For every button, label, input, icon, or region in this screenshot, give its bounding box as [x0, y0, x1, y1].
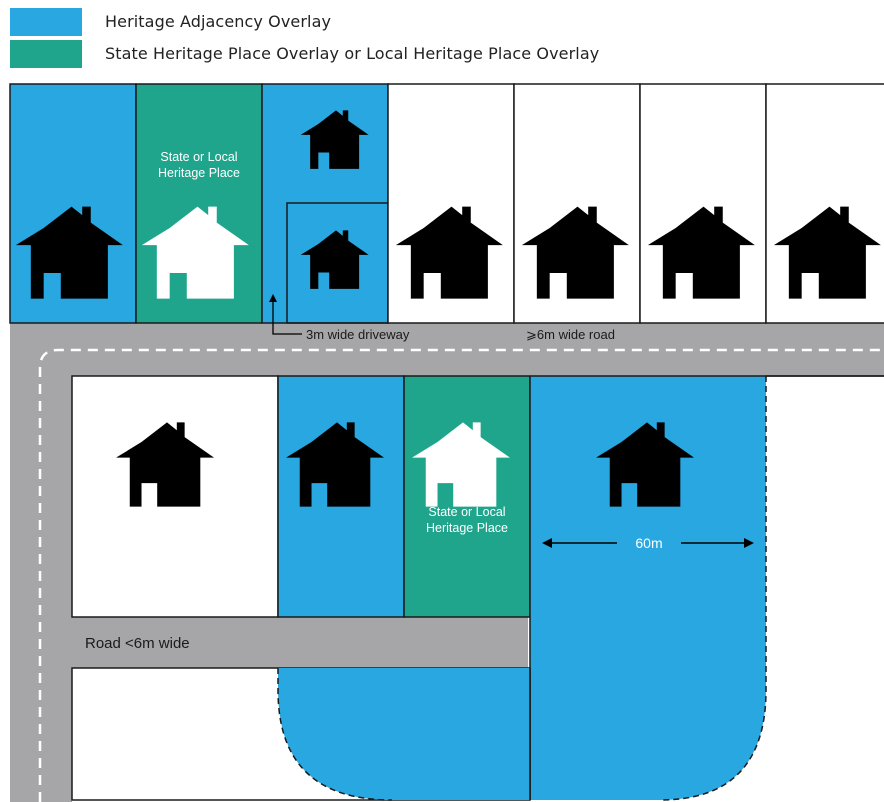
adjacency-area-east: [530, 376, 766, 800]
narrow-road-label: Road <6m wide: [85, 635, 190, 652]
arrow-icon: [269, 294, 277, 302]
narrow-road: [72, 617, 528, 668]
legend-swatch-heritage: [10, 40, 82, 68]
legend-label-adjacency: Heritage Adjacency Overlay: [105, 12, 332, 31]
arrow-icon: [744, 538, 754, 548]
heritage-place-bottom-label-line2: Heritage Place: [426, 521, 508, 535]
adjacency-area-south: [278, 668, 530, 800]
heritage-place-top-label-line2: Heritage Place: [158, 166, 240, 180]
adjacency-boundary-east: [659, 376, 767, 801]
driveway-label: 3m wide driveway: [306, 327, 410, 342]
adjacency-boundary-south: [277, 668, 393, 801]
legend-label-heritage: State Heritage Place Overlay or Local He…: [105, 44, 600, 63]
heritage-place-top-label-line1: State or Local: [160, 150, 237, 164]
legend-swatch-adjacency: [10, 8, 82, 36]
arrow-icon: [542, 538, 552, 548]
distance-label: 60m: [635, 535, 662, 551]
wide-road-label: ⩾6m wide road: [526, 327, 615, 342]
legend: Heritage Adjacency Overlay State Heritag…: [0, 0, 884, 80]
driveway-arrow-icon: [272, 298, 302, 335]
heritage-place-bottom-label-line1: State or Local: [428, 505, 505, 519]
road-centerline: [38, 348, 884, 802]
